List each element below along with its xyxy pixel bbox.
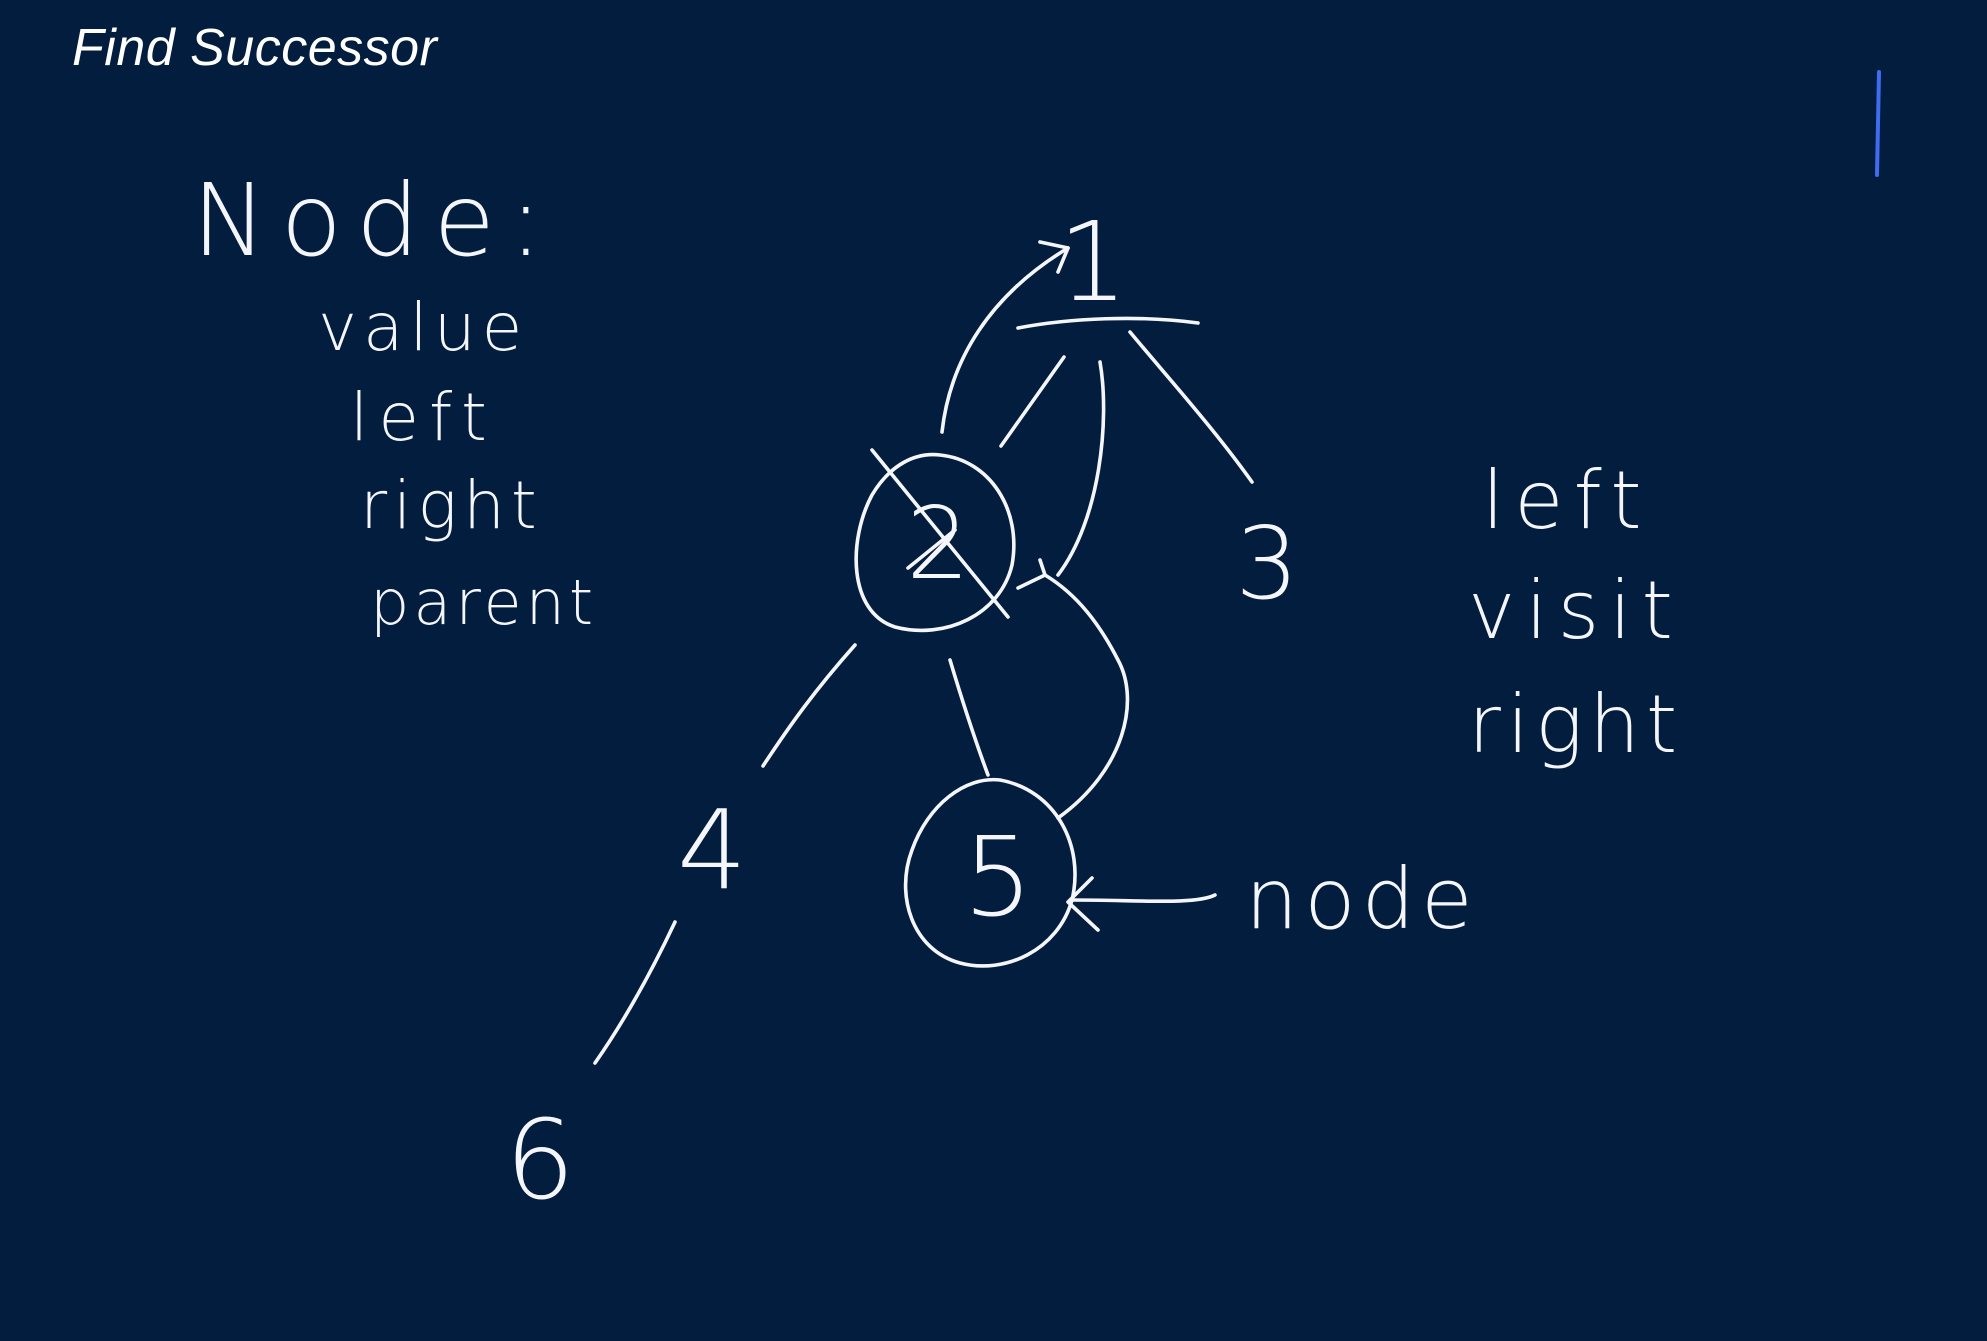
pointer-label: node	[1245, 850, 1479, 948]
node-heading: Node:	[192, 162, 557, 279]
text-cursor-icon	[1875, 70, 1881, 177]
edge-4-6	[593, 920, 677, 1065]
arrow-5-up	[1043, 573, 1130, 820]
traversal-arrows	[940, 240, 1217, 932]
traversal-right: right	[1468, 678, 1683, 771]
tree-node-6: 6	[505, 1096, 575, 1224]
arrow-2-to-1-head	[1038, 240, 1070, 274]
underline-node-1	[1016, 316, 1200, 330]
edge-1-3	[1128, 330, 1254, 484]
edge-2-5	[948, 658, 990, 777]
node-marks	[854, 316, 1200, 968]
traversal-left: left	[1482, 454, 1652, 547]
cross-node-2a	[870, 448, 1010, 619]
tree-edges	[593, 330, 1254, 1065]
tree-node-1: 1	[1058, 198, 1128, 326]
arrow-1-to-2	[1056, 360, 1106, 577]
tree-node-5: 5	[963, 813, 1033, 941]
tree-node-4: 4	[677, 786, 747, 914]
cross-node-2b	[906, 528, 957, 570]
field-left: left	[350, 379, 497, 456]
field-parent: parent	[370, 566, 597, 639]
field-right: right	[360, 467, 543, 544]
traversal-visit: visit	[1468, 564, 1683, 657]
pointer-arrow-head	[1066, 876, 1100, 932]
tree-node-3: 3	[1235, 505, 1299, 622]
arrow-2-to-1	[940, 246, 1070, 434]
arrow-1-to-2-head	[1016, 558, 1047, 590]
page-title: Find Successor	[72, 19, 438, 77]
circle-node-5	[903, 777, 1077, 968]
field-value: value	[318, 289, 528, 366]
pointer-arrow	[1070, 893, 1217, 904]
edge-2-4	[761, 643, 857, 768]
circle-node-2	[854, 452, 1016, 633]
edge-1-2	[999, 355, 1066, 448]
